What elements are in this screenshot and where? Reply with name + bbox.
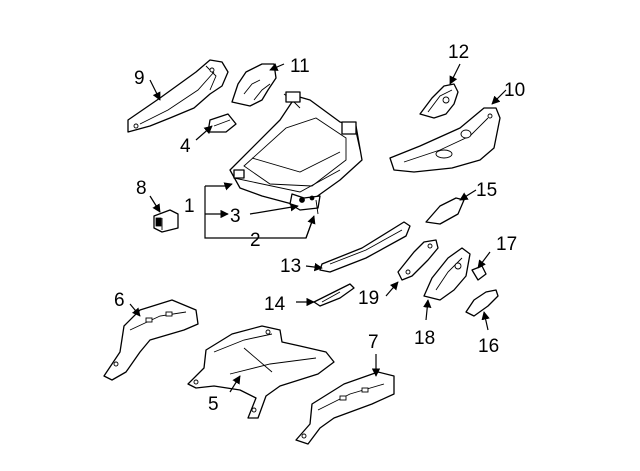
- part-5-frame: [187, 325, 335, 419]
- callout-12: 12: [448, 42, 469, 63]
- callout-6: 6: [114, 290, 125, 311]
- seat-track-assembly: [229, 91, 363, 215]
- part-16-handle: [465, 289, 499, 317]
- part-8-switch: [153, 209, 179, 233]
- callout-16: 16: [478, 336, 499, 357]
- part-11-recliner-cover: [231, 63, 277, 107]
- callout-7: 7: [368, 332, 379, 353]
- callout-1: 1: [184, 196, 195, 217]
- callout-11: 11: [290, 56, 310, 77]
- callout-10: 10: [504, 80, 525, 101]
- part-13-side-cover: [319, 221, 411, 273]
- part-14-rail: [313, 283, 355, 307]
- callout-15: 15: [476, 180, 497, 201]
- part-18-handle: [423, 247, 471, 301]
- part-19-lever: [397, 239, 439, 281]
- callout-4: 4: [180, 136, 191, 157]
- leader-lines: [129, 63, 507, 393]
- part-6-support: [103, 299, 199, 381]
- part-15-knob: [425, 197, 465, 225]
- part-17-clip: [471, 265, 487, 281]
- part-7-rail: [295, 371, 395, 445]
- callout-3: 3: [230, 206, 241, 227]
- callout-labels: 9 11 4 8 1 3 2 12 10 15 13 17 14 19 18 1…: [114, 42, 525, 415]
- callout-5: 5: [208, 394, 219, 415]
- callout-13: 13: [280, 256, 301, 277]
- callout-19: 19: [358, 288, 379, 309]
- callout-17: 17: [496, 234, 517, 255]
- part-12-recliner-bracket: [419, 83, 459, 119]
- callout-8: 8: [136, 178, 147, 199]
- callout-18: 18: [414, 328, 435, 349]
- part-10-outer-shield: [389, 107, 501, 173]
- part-9-inner-shield: [127, 59, 229, 133]
- part-4-bracket: [207, 113, 237, 133]
- callout-14: 14: [264, 294, 286, 315]
- callout-9: 9: [134, 68, 145, 89]
- callout-2: 2: [250, 230, 261, 251]
